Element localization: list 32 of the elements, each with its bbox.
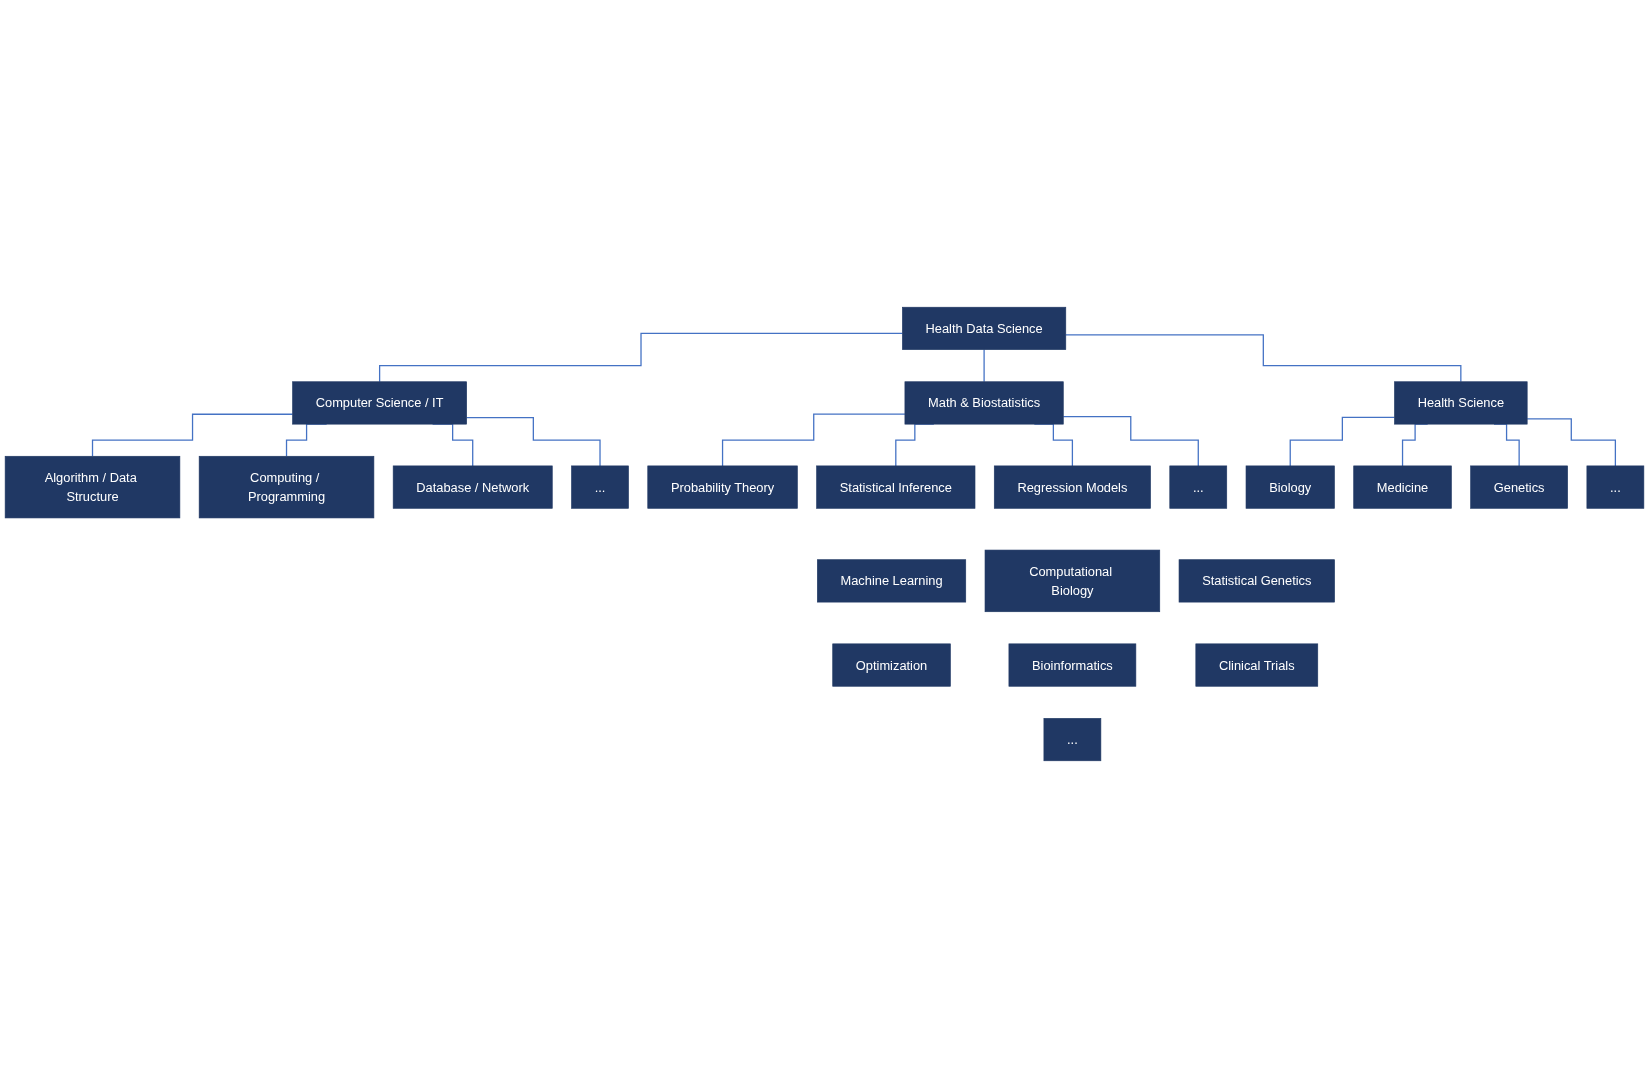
node-box: Genetics [1470,465,1568,509]
connector [721,413,906,467]
node-box: Math & Biostatistics [904,381,1064,425]
node-box: Probability Theory [647,465,798,509]
node-box: Computer Science / IT [292,381,467,425]
node-box: Computing / Programming [198,455,375,519]
node-box: ... [571,465,629,509]
node-box: ... [1043,718,1102,762]
node-box: Health Science [1394,381,1528,425]
node-box: Statistical Inference [816,465,976,509]
node-box: Computational Biology [984,549,1161,613]
node-box: Algorithm / Data Structure [4,455,181,519]
connector [983,349,985,383]
node-box: Biology [1245,465,1335,509]
connector [1526,418,1617,467]
connector [1062,416,1199,467]
node-box: ... [1586,465,1645,509]
node-box: Clinical Trials [1195,643,1319,687]
node-box: Statistical Genetics [1178,559,1335,603]
node-box: Database / Network [392,465,553,509]
node-box: Machine Learning [817,559,967,603]
connector [91,413,294,457]
connector [1065,334,1462,383]
connector [379,332,904,383]
node-box: ... [1169,465,1228,509]
node-box: Medicine [1353,465,1452,509]
connector [1289,416,1396,467]
node-box: Health Data Science [902,306,1067,350]
node-box: Optimization [832,643,951,687]
connector [466,417,601,467]
node-box: Bioinformatics [1008,643,1137,687]
node-box: Regression Models [993,465,1151,509]
